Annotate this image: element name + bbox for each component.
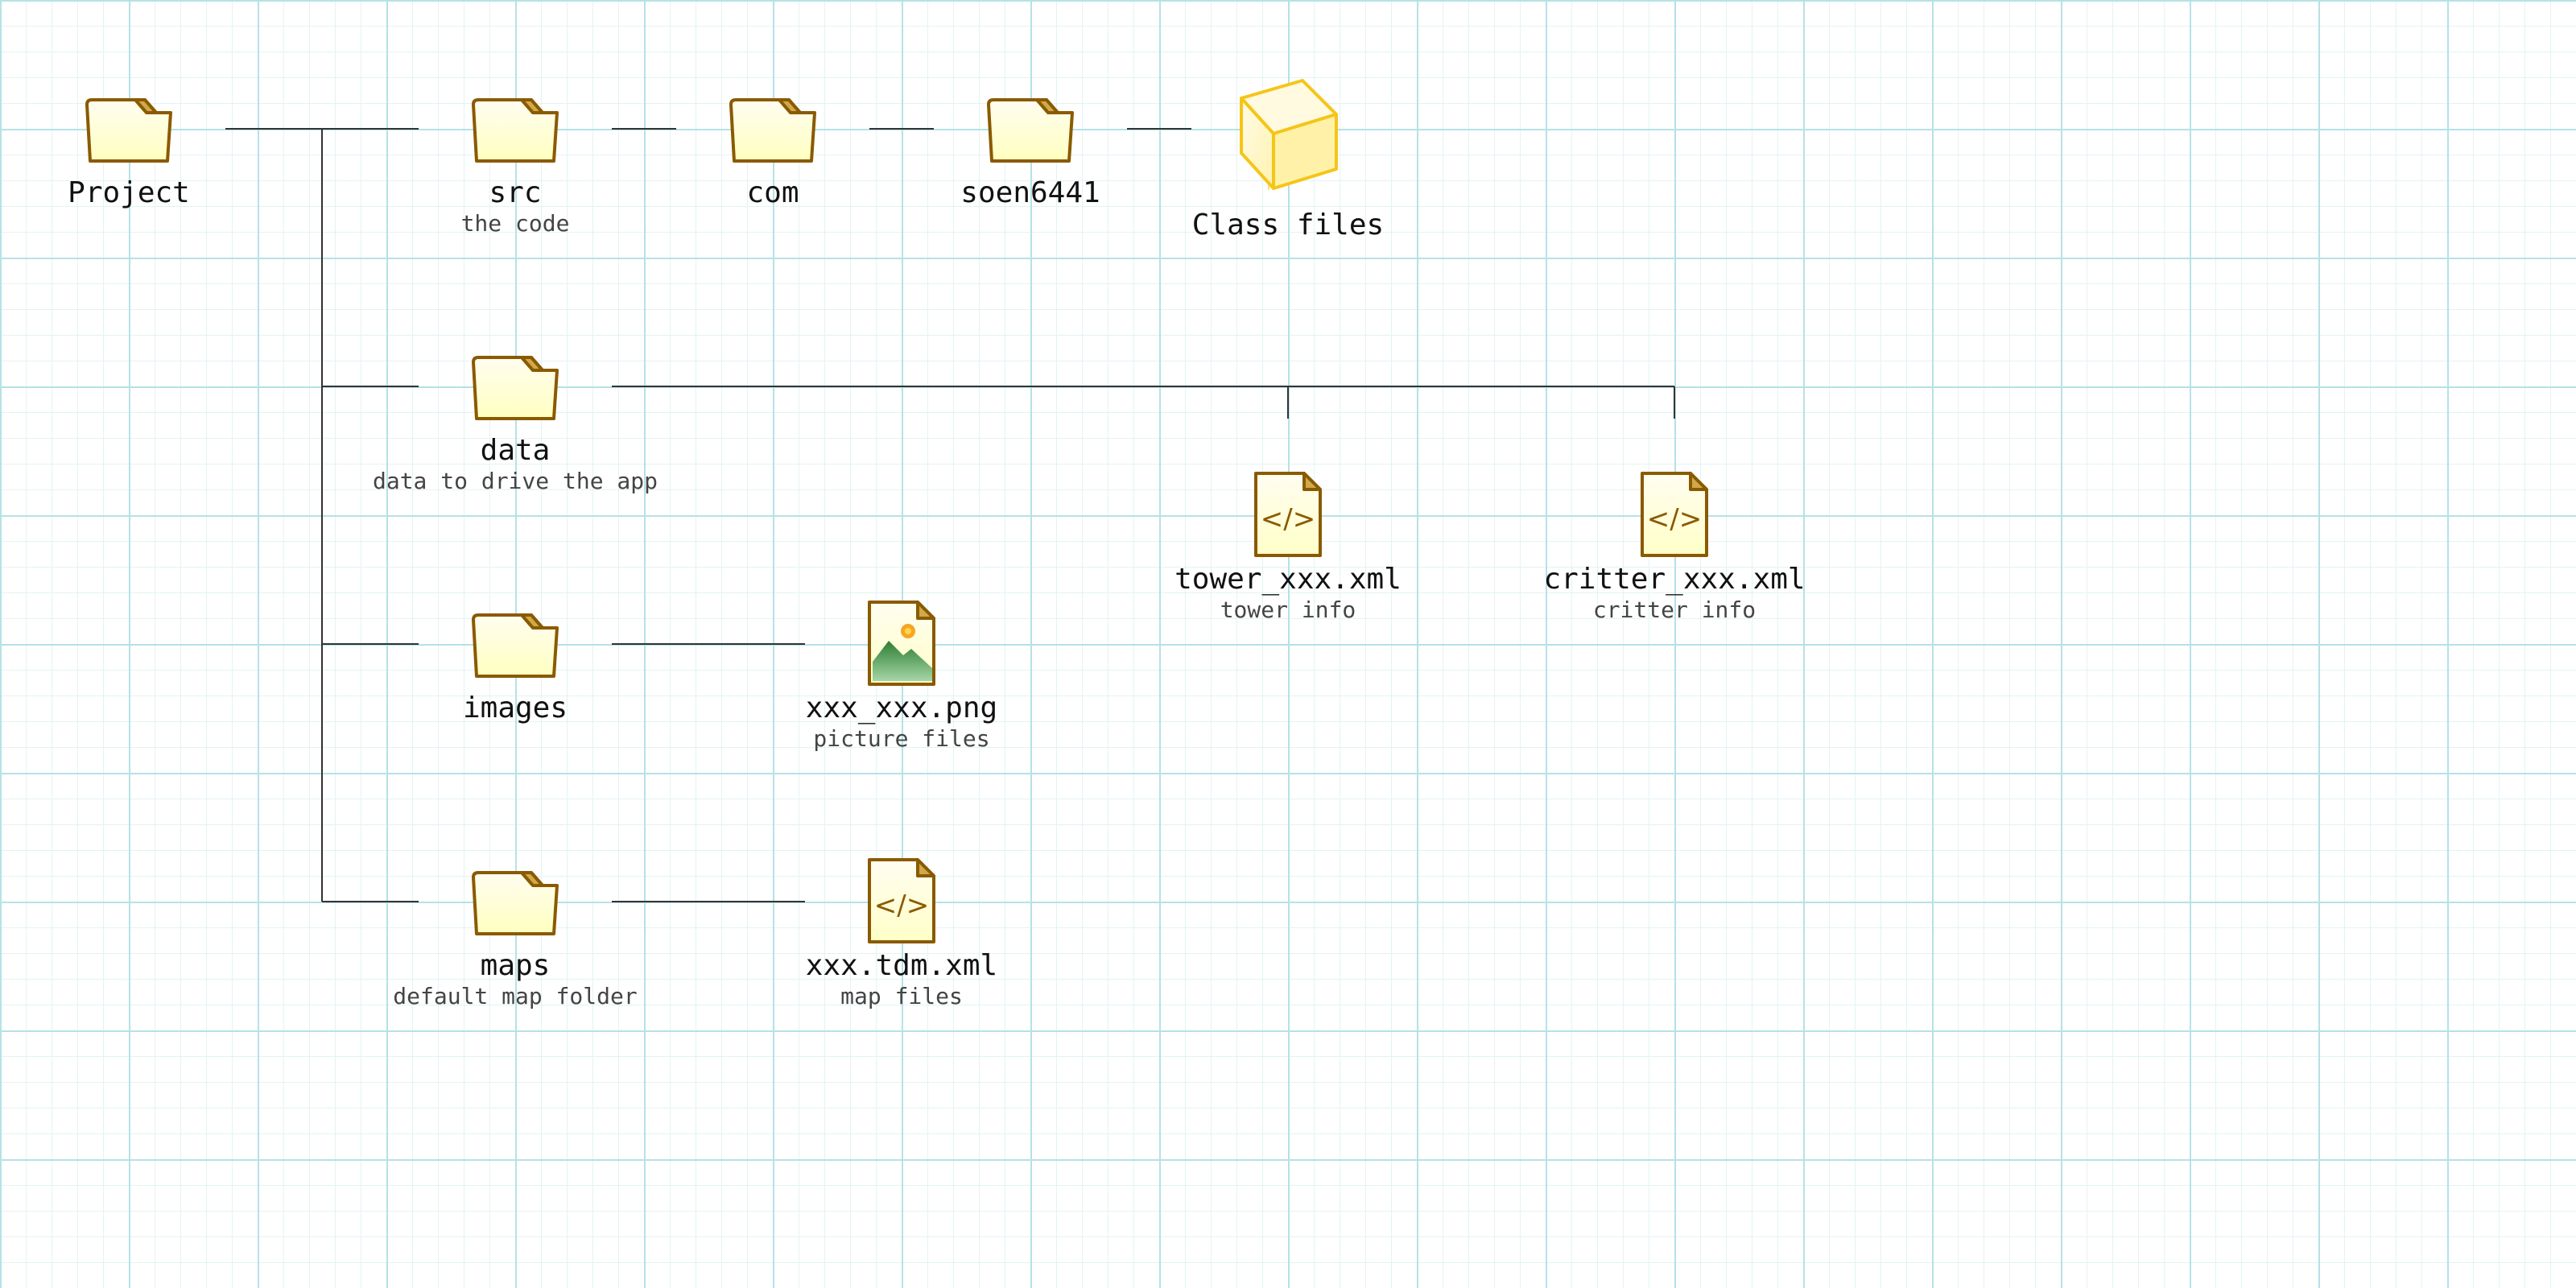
- node-tower-sub: tower info: [1220, 597, 1356, 623]
- node-maps-label: maps: [480, 949, 551, 982]
- xml-file-icon: </>: [1240, 467, 1336, 564]
- node-src-label: src: [489, 176, 542, 209]
- svg-text:</>: </>: [1261, 503, 1315, 535]
- svg-text:</>: </>: [874, 890, 929, 922]
- image-file-icon: [853, 596, 950, 692]
- node-critter-label: critter_xxx.xml: [1543, 563, 1806, 596]
- node-soen6441-label: soen6441: [960, 176, 1100, 209]
- folder-icon: [724, 80, 821, 177]
- folder-icon: [467, 338, 564, 435]
- folder-icon: [982, 80, 1079, 177]
- cube-icon: [1232, 64, 1344, 193]
- node-images-label: images: [462, 691, 568, 724]
- node-data-sub: data to drive the app: [372, 468, 658, 494]
- node-maps-sub: default map folder: [393, 983, 638, 1009]
- node-tdm-label: xxx.tdm.xml: [805, 949, 998, 982]
- node-tdm-sub: map files: [840, 983, 963, 1009]
- svg-text:</>: </>: [1647, 503, 1702, 535]
- node-tower-label: tower_xxx.xml: [1174, 563, 1402, 596]
- node-png-sub: picture files: [813, 725, 990, 752]
- folder-icon: [467, 80, 564, 177]
- connector-project-trunk: [225, 128, 323, 902]
- node-src-sub: the code: [460, 210, 570, 237]
- node-com-label: com: [746, 176, 799, 209]
- folder-icon: [467, 853, 564, 950]
- node-project-label: Project: [68, 176, 190, 209]
- node-critter-sub: critter info: [1592, 597, 1757, 623]
- folder-icon: [467, 596, 564, 692]
- folder-icon: [80, 80, 177, 177]
- node-class-files-label: Class files: [1191, 208, 1385, 242]
- node-png-label: xxx_xxx.png: [805, 691, 998, 724]
- xml-file-icon: </>: [1626, 467, 1723, 564]
- xml-file-icon: </>: [853, 853, 950, 950]
- node-data-label: data: [480, 434, 551, 467]
